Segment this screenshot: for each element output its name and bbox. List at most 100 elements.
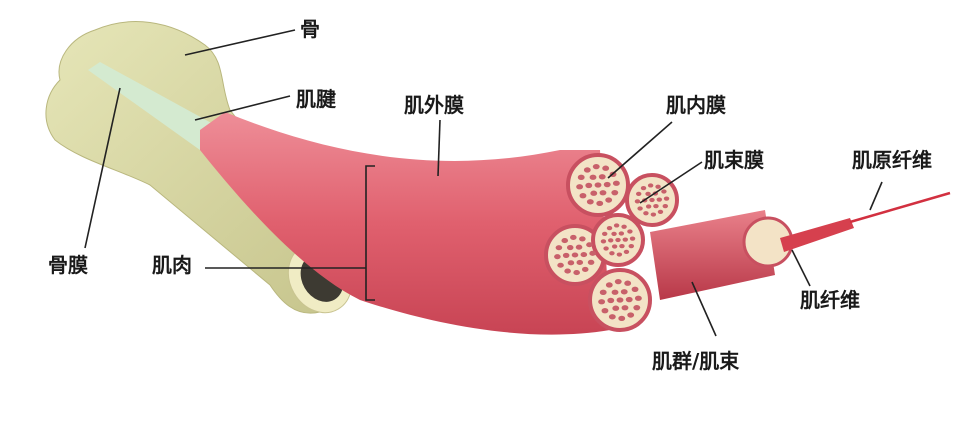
label-fascicle: 肌群/肌束	[652, 349, 740, 373]
muscle-bracket	[365, 165, 375, 301]
fiber-dot	[561, 238, 569, 244]
fiber-dot	[590, 190, 598, 196]
fiber-dot	[612, 305, 620, 311]
bone	[45, 21, 351, 314]
fiber-dot	[645, 204, 652, 209]
fiber-dot	[624, 280, 632, 286]
fiber-dot	[587, 259, 595, 265]
label-muscle: 肌肉	[152, 253, 192, 277]
fiber-dot	[603, 246, 609, 251]
leader-tendon	[194, 95, 291, 121]
fiber-dot	[592, 163, 600, 170]
fiber-dot	[634, 295, 642, 301]
fiber-dot	[579, 193, 587, 199]
leader-periosteum	[84, 87, 121, 249]
fiber-dot	[637, 206, 643, 211]
fiber-dot	[647, 183, 654, 188]
fiber-dot	[620, 289, 628, 295]
fiber-dot	[557, 262, 564, 268]
fiber-dot	[614, 278, 622, 285]
fiber-dot	[599, 190, 607, 196]
fiber-dot	[606, 225, 613, 231]
fiber-dot	[611, 289, 619, 295]
fiber-dot	[598, 299, 606, 305]
myofibril	[849, 191, 951, 224]
muscle-fiber	[780, 218, 854, 252]
fiber-dot	[577, 174, 585, 180]
muscle-belly	[200, 112, 610, 335]
fiber-dot	[598, 174, 606, 180]
fiber-dot	[602, 165, 610, 171]
fiber-dot	[605, 197, 613, 203]
fiber-dot	[611, 190, 619, 196]
fiber-dot	[616, 252, 623, 257]
fiber-dot	[618, 231, 625, 236]
fiber-dot	[634, 199, 641, 204]
fiber-dot	[608, 314, 616, 320]
fiber-dot	[619, 244, 625, 249]
fiber-dot	[633, 305, 641, 311]
fiber-dot	[596, 200, 604, 207]
fiber-dot	[601, 308, 609, 314]
fiber-dot	[661, 189, 667, 194]
fiber-dot	[566, 245, 574, 251]
fiber-dot	[625, 296, 633, 303]
label-tendon: 肌腱	[296, 87, 337, 111]
fiber-dot	[640, 185, 647, 191]
fiber-dot	[631, 286, 639, 292]
label-myofibril: 肌原纤维	[852, 148, 932, 172]
fiber-dot	[586, 242, 593, 248]
fiber-dot	[649, 197, 655, 203]
fiber-dot	[580, 252, 588, 258]
leader-endomysium	[607, 121, 673, 179]
fiber-dot	[583, 167, 591, 173]
fiber-dot	[576, 184, 584, 190]
fiber-dot	[628, 243, 635, 249]
fiber-dot	[554, 254, 561, 260]
fiber-dot	[571, 252, 579, 258]
fiber-dot	[609, 251, 615, 256]
fiber-dot	[662, 203, 669, 209]
fiber-dot	[599, 289, 607, 295]
fiber-dot	[579, 236, 586, 242]
fiber-dot	[655, 184, 661, 189]
fiber-dot	[607, 297, 615, 304]
fiber-dot	[611, 244, 618, 249]
fiber-dot	[589, 174, 597, 180]
fiber-dot	[562, 252, 570, 258]
fiber-dot	[657, 209, 664, 215]
fiber-dot	[570, 234, 577, 240]
fiber-dot	[575, 244, 583, 250]
fiber-dot	[594, 182, 602, 188]
label-periosteum: 骨膜	[48, 253, 88, 277]
fiber-dot	[567, 260, 575, 266]
fiber-dot	[581, 266, 589, 272]
fiber-dot	[615, 237, 621, 243]
fiber-dot	[627, 312, 635, 318]
leader-fascicle	[691, 281, 717, 337]
label-perimysium: 肌束膜	[704, 148, 764, 172]
fiber-dot	[621, 224, 627, 229]
fiber-dot	[586, 199, 594, 205]
fiber-dot	[576, 259, 584, 265]
fiber-dot	[650, 212, 657, 217]
fiber-dot	[555, 245, 563, 251]
fiber-dot	[643, 211, 649, 216]
fiber-dot	[663, 196, 670, 201]
fiber-dot	[653, 204, 659, 209]
fiber-dot	[585, 182, 593, 189]
fiber-dot	[616, 297, 624, 303]
fiber-dot	[656, 197, 663, 202]
leader-epimysium	[437, 119, 441, 177]
fiber-dot	[605, 282, 613, 288]
leader-bone	[184, 29, 296, 56]
fiber-dot	[564, 268, 571, 274]
label-bone: 骨	[300, 17, 320, 41]
fiber-dot	[601, 231, 608, 237]
fiber-dot	[629, 236, 636, 241]
fiber-dot	[589, 250, 596, 256]
fiber-dot	[600, 239, 607, 244]
label-muscle-fiber: 肌纤维	[800, 288, 860, 312]
